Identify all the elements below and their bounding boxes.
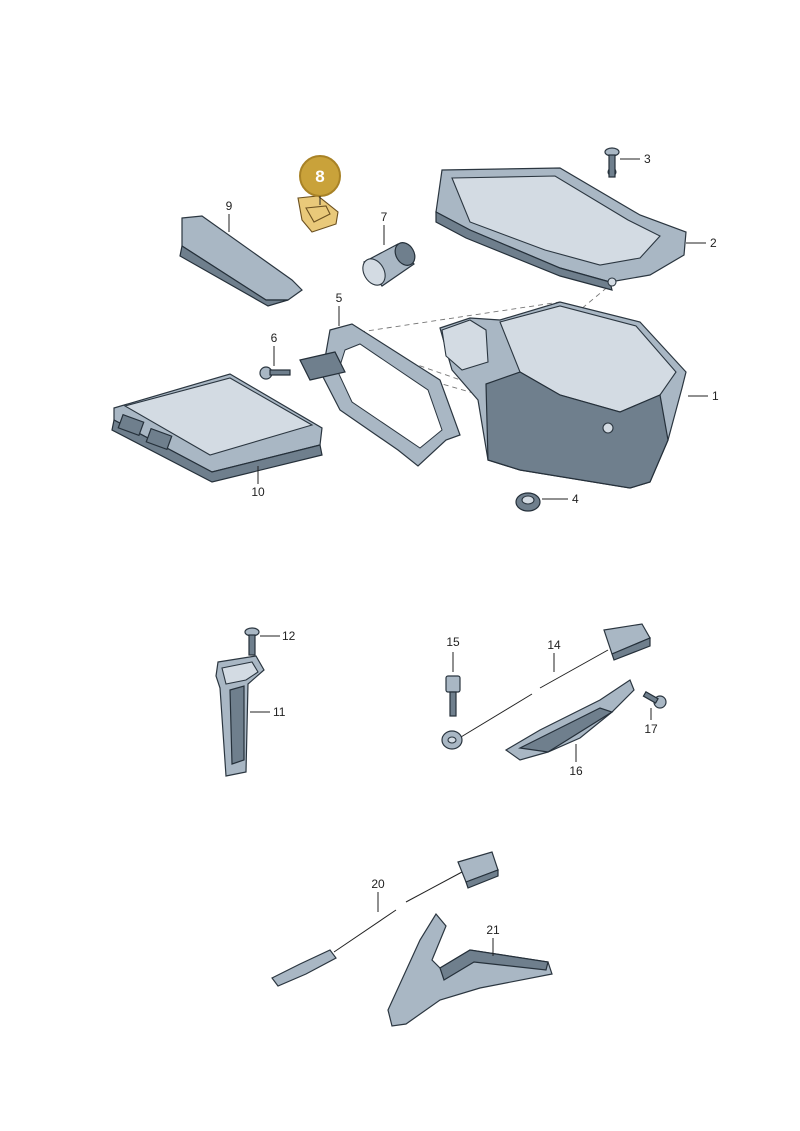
part-1-air-filter-housing[interactable] <box>439 301 687 489</box>
part-7-sleeve[interactable] <box>358 239 418 289</box>
part-21-bracket[interactable] <box>387 912 553 1027</box>
callout-2: 2 <box>710 236 717 250</box>
callout-21: 21 <box>486 923 500 937</box>
callout-15: 15 <box>446 635 460 649</box>
part-14-knock-sensor[interactable] <box>441 623 651 750</box>
callout-1: 1 <box>712 389 719 403</box>
part-3-screw[interactable] <box>604 147 620 178</box>
callouts: 1 2 3 4 5 6 7 9 10 11 12 14 15 <box>226 152 719 956</box>
callout-14: 14 <box>547 638 561 652</box>
callout-12: 12 <box>282 629 296 643</box>
highlight-badge[interactable]: 8 <box>299 155 341 205</box>
callout-3: 3 <box>644 152 651 166</box>
callout-7: 7 <box>381 210 388 224</box>
part-17-screw[interactable] <box>642 690 667 709</box>
callout-16: 16 <box>569 764 583 778</box>
callout-11: 11 <box>273 705 286 719</box>
part-10-control-unit[interactable] <box>111 373 323 483</box>
callout-6: 6 <box>271 331 278 345</box>
callout-5: 5 <box>336 291 343 305</box>
part-9-rail[interactable] <box>179 215 303 307</box>
part-8-highlighted-bracket[interactable] <box>297 195 339 233</box>
part-2-air-filter-cover[interactable] <box>435 167 687 291</box>
callout-17: 17 <box>644 722 658 736</box>
part-11-sensor[interactable] <box>215 655 265 777</box>
callout-9: 9 <box>226 199 233 213</box>
highlight-number: 8 <box>315 167 324 186</box>
part-12-screw[interactable] <box>244 627 260 656</box>
callout-10: 10 <box>251 485 265 499</box>
part-20-lambda-probe[interactable] <box>271 851 499 987</box>
part-15-bolt[interactable] <box>445 675 461 717</box>
part-16-bracket[interactable] <box>504 679 635 761</box>
callout-4: 4 <box>572 492 579 506</box>
part-5-bracket[interactable] <box>299 323 461 467</box>
part-4-grommet[interactable] <box>515 492 541 512</box>
part-6-screw[interactable] <box>259 366 291 380</box>
callout-20: 20 <box>371 877 385 891</box>
